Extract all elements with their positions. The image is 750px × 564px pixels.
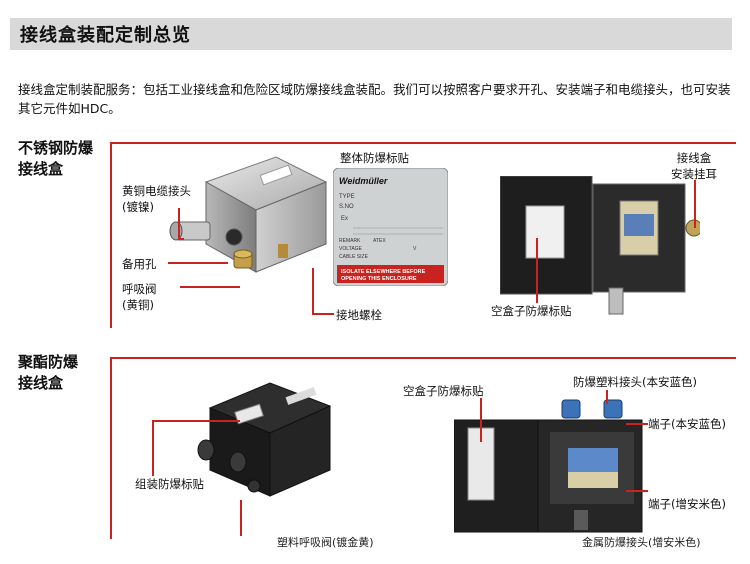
spare-hole-icon (225, 228, 243, 246)
nameplate-ex: Ex (341, 216, 348, 222)
polyester-open-box-photo (454, 399, 643, 533)
nameplate-type: TYPE (339, 194, 355, 200)
nameplate-atex: ATEX (373, 238, 386, 244)
section1-title: 不锈钢防爆 接线盒 (18, 138, 93, 180)
label-empty-box-ex-2: 空盒子防爆标贴 (403, 384, 484, 398)
label-brass-gland: 黄铜电缆接头 (镀镍) (122, 184, 191, 214)
polyester-box-photo (197, 382, 332, 497)
title-bar: 接线盒装配定制总览 (10, 18, 732, 50)
label-terminal-beige: 端子(增安米色) (648, 497, 726, 511)
plastic-gland-icon (197, 439, 247, 473)
stainless-box-photo (169, 156, 328, 273)
ground-bolt-icon (278, 244, 288, 258)
mount-ear-icon (685, 219, 700, 237)
section2-frame-top (110, 357, 736, 359)
label-plastic-breather: 塑料呼吸阀(镀金黄) (277, 536, 374, 549)
section1-title-line1: 不锈钢防爆 (18, 139, 94, 157)
label-breather: 呼吸阀 (黄铜) (122, 282, 157, 312)
section1-frame-left (110, 142, 112, 328)
section2-frame-left (110, 357, 112, 539)
nameplate-serial: S.NO (339, 204, 354, 210)
label-terminal-blue: 端子(本安蓝色) (648, 417, 726, 431)
label-mount-ear: 接线盒 安装挂耳 (671, 151, 717, 181)
label-plastic-gland: 防爆塑料接头(本安蓝色) (573, 375, 697, 389)
label-spare-hole: 备用孔 (122, 257, 157, 271)
label-assembled-ex: 组装防爆标贴 (135, 477, 204, 491)
section2-title-line2: 接线盒 (18, 374, 64, 392)
label-whole-ex: 整体防爆标贴 (340, 151, 409, 165)
assembled-ex-label-icon (234, 403, 264, 425)
empty-box-ex-label-icon (525, 205, 565, 259)
section2-title: 聚酯防爆 接线盒 (18, 352, 78, 394)
section1-title-line2: 接线盒 (18, 160, 64, 178)
label-empty-box-ex-1: 空盒子防爆标贴 (491, 304, 572, 318)
terminal-block-icon (568, 448, 618, 488)
nameplate-remark: REMARK (339, 238, 361, 244)
brass-gland-icon (169, 221, 211, 241)
section2-title-line1: 聚酯防爆 (18, 353, 79, 371)
blue-gland-icon (561, 399, 623, 419)
nameplate-warning-1: ISOLATE ELSEWHERE BEFORE (341, 269, 426, 275)
label-metal-gland: 金属防爆接头(增安米色) (582, 536, 701, 549)
intro-text: 接线盒定制装配服务：包括工业接线盒和危险区域防爆接线盒装配。我们可以按照客户要求… (18, 82, 731, 116)
nameplate-brand: Weidmüller (339, 176, 388, 186)
nameplate-photo: Weidmüller TYPE S.NO Ex REMARK ATEX VOLT… (333, 168, 448, 286)
section1-frame-top (110, 142, 736, 144)
nameplate-cable-size: CABLE SIZE (339, 254, 369, 260)
nameplate-warning-2: OPENING THIS ENCLOSURE (341, 276, 417, 282)
nameplate-voltage: VOLTAGE (339, 246, 363, 252)
plastic-breather-icon (247, 479, 261, 493)
nameplate-voltage-unit: V (413, 246, 417, 252)
open-stainless-box-photo (500, 176, 700, 315)
breather-icon (233, 249, 253, 269)
page-title: 接线盒装配定制总览 (20, 25, 191, 46)
label-ground-bolt: 接地螺栓 (336, 308, 382, 322)
